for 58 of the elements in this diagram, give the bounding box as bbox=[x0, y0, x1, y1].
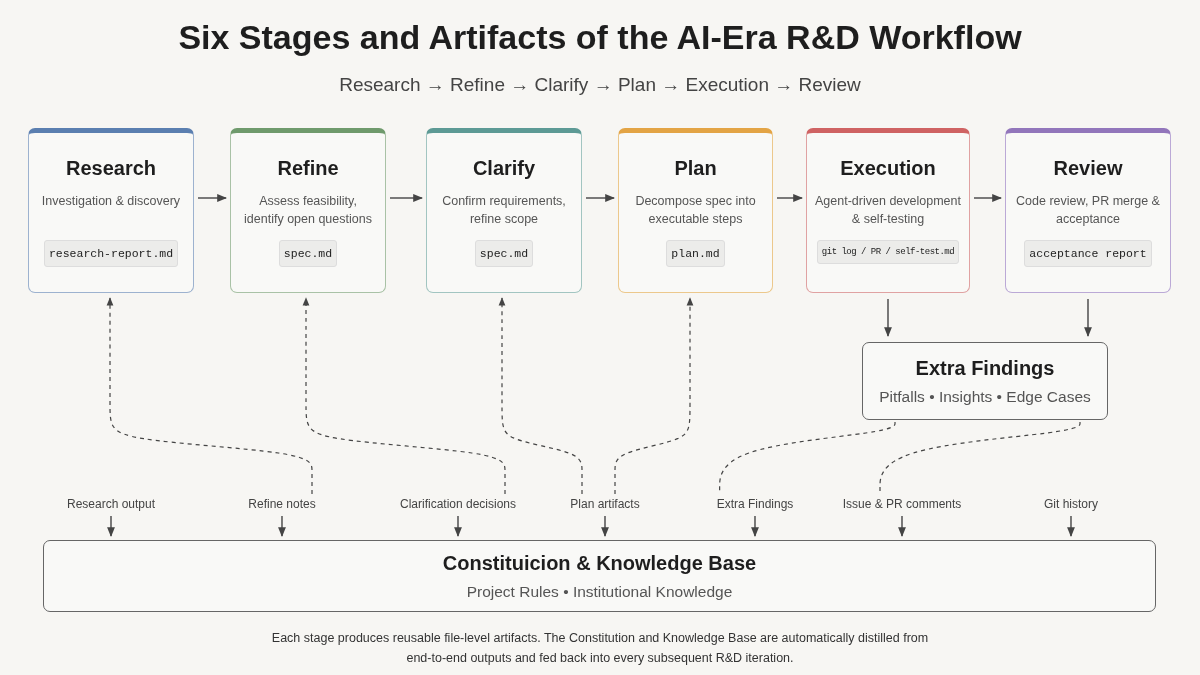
artifact-tag: plan.md bbox=[666, 240, 725, 267]
dashed-arrow bbox=[302, 297, 506, 495]
dashed-arrow bbox=[106, 297, 313, 495]
arrow bbox=[1067, 515, 1075, 537]
stage-description: Assess feasibility, identify open questions bbox=[243, 193, 373, 228]
arrow bbox=[973, 194, 1002, 202]
dashed-arrow bbox=[614, 297, 694, 495]
box-title: Extra Findings bbox=[915, 356, 1055, 380]
arrow bbox=[1084, 298, 1092, 337]
artifact-tag: git log / PR / self-test.md bbox=[816, 240, 960, 264]
output-label: Git history bbox=[1044, 496, 1098, 512]
diagram-title: Six Stages and Artifacts of the AI-Era R&D Workflow bbox=[177, 18, 1023, 57]
arrow bbox=[884, 298, 892, 337]
stage-card bbox=[1005, 128, 1171, 293]
arrow bbox=[601, 515, 609, 537]
output-label: Clarification decisions bbox=[399, 496, 517, 512]
stage-description: Investigation & discovery bbox=[40, 193, 182, 210]
stage-card bbox=[618, 128, 773, 293]
box-subtitle: Project Rules • Institutional Knowledge bbox=[466, 582, 733, 601]
arrow bbox=[107, 515, 115, 537]
output-label: Extra Findings bbox=[716, 496, 794, 512]
stage-card bbox=[28, 128, 194, 293]
stage-card bbox=[426, 128, 582, 293]
stage-title: Plan bbox=[674, 157, 717, 180]
arrow bbox=[389, 194, 423, 202]
stage-card bbox=[230, 128, 386, 293]
stage-title: Clarify bbox=[472, 157, 536, 180]
box-title: Constituicion & Knowledge Base bbox=[442, 551, 757, 575]
stage-title: Execution bbox=[840, 157, 936, 180]
stage-description: Code review, PR merge & acceptance bbox=[1015, 193, 1161, 228]
arrow bbox=[776, 194, 803, 202]
output-label: Plan artifacts bbox=[570, 496, 640, 512]
output-label: Research output bbox=[66, 496, 156, 512]
caption: Each stage produces reusable file-level artifacts. The Constitution and Knowledge Base are automatically distilled from end-to-end outputs and fed back into every subsequent R&D iteration. bbox=[270, 630, 930, 667]
arrow bbox=[197, 194, 227, 202]
stage-sequence: Research → Refine → Clarify → Plan → Execution → Review bbox=[338, 74, 862, 96]
findings-box bbox=[862, 342, 1108, 420]
stage-title: Review bbox=[1053, 157, 1123, 180]
output-label: Refine notes bbox=[248, 496, 316, 512]
dashed-arrow bbox=[498, 297, 583, 495]
knowledge-base-box bbox=[43, 540, 1156, 612]
artifact-tag: spec.md bbox=[474, 240, 534, 267]
box-subtitle: Pitfalls • Insights • Edge Cases bbox=[879, 387, 1091, 406]
artifact-tag: spec.md bbox=[278, 240, 338, 267]
output-label: Issue & PR comments bbox=[842, 496, 962, 512]
arrow bbox=[278, 515, 286, 537]
arrow bbox=[751, 515, 759, 537]
stage-description: Agent-driven development & self-testing bbox=[814, 193, 962, 228]
stage-card bbox=[806, 128, 970, 293]
artifact-tag: research-report.md bbox=[43, 240, 179, 267]
artifact-tag: acceptance report bbox=[1024, 240, 1152, 267]
arrow bbox=[454, 515, 462, 537]
stage-title: Research bbox=[65, 157, 157, 180]
arrow bbox=[898, 515, 906, 537]
arrow bbox=[585, 194, 615, 202]
stage-description: Confirm requirements, refine scope bbox=[441, 193, 567, 228]
stage-title: Refine bbox=[277, 157, 339, 180]
stage-description: Decompose spec into executable steps bbox=[634, 193, 757, 228]
